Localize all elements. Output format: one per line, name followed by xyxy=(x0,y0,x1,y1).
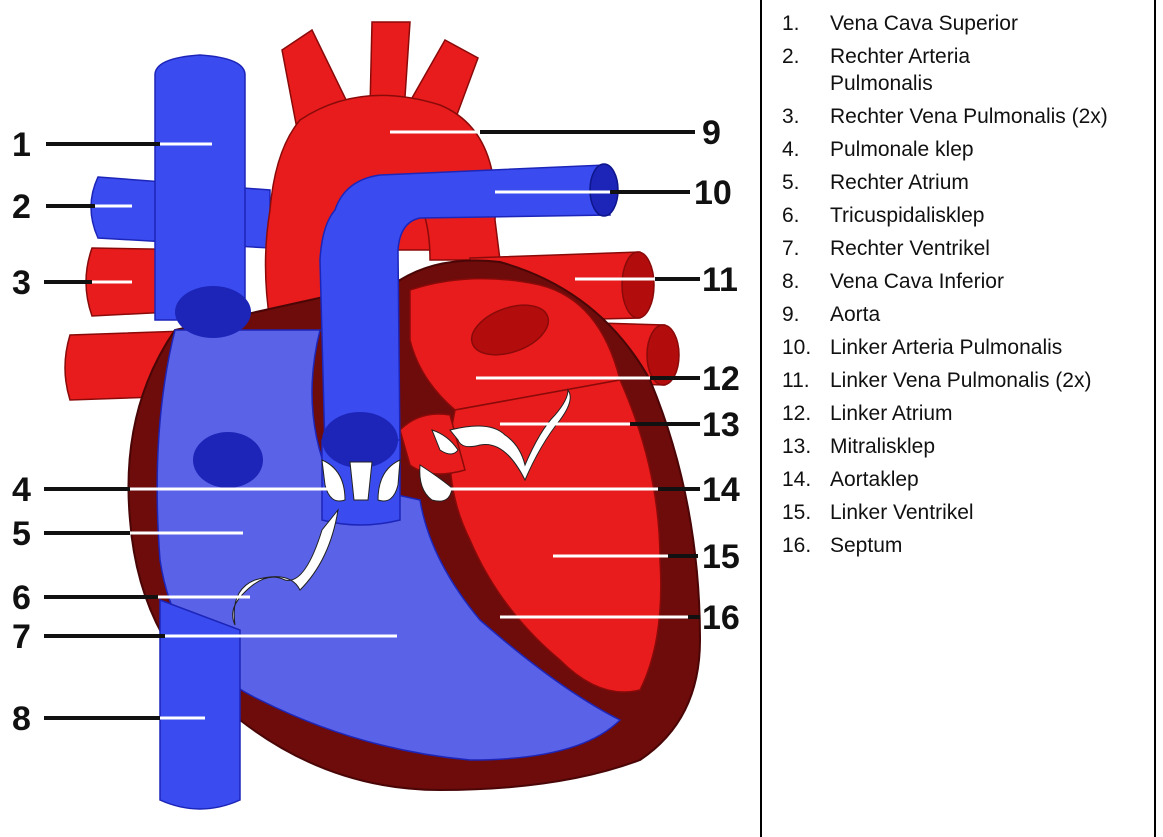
callout-9: 9 xyxy=(702,114,721,152)
legend-item-label: Rechter Vena Pulmonalis (2x) xyxy=(830,103,1120,130)
legend-item-number: 11. xyxy=(782,367,830,394)
legend-item-number: 14. xyxy=(782,466,830,493)
callout-3: 3 xyxy=(12,264,31,302)
callout-5: 5 xyxy=(12,515,31,553)
legend-item: 15.Linker Ventrikel xyxy=(782,499,1154,526)
callout-7: 7 xyxy=(12,618,31,656)
legend-item-number: 2. xyxy=(782,43,830,97)
legend-item: 7.Rechter Ventrikel xyxy=(782,235,1154,262)
legend-item-label: Linker Vena Pulmonalis (2x) xyxy=(830,367,1120,394)
legend-item: 8.Vena Cava Inferior xyxy=(782,268,1154,295)
superior-vena-cava xyxy=(155,55,245,320)
legend-item-label: Aorta xyxy=(830,301,1130,328)
legend-item: 1.Vena Cava Superior xyxy=(782,10,1154,37)
callout-4: 4 xyxy=(12,471,31,509)
legend-item-label: Septum xyxy=(830,532,1130,559)
legend-item: 9.Aorta xyxy=(782,301,1154,328)
legend-item-label: Rechter Arteria Pulmonalis xyxy=(830,43,1070,97)
legend-item: 14.Aortaklep xyxy=(782,466,1154,493)
legend-item: 3.Rechter Vena Pulmonalis (2x) xyxy=(782,103,1154,130)
legend-item-label: Linker Arteria Pulmonalis xyxy=(830,334,1130,361)
callout-6: 6 xyxy=(12,579,31,617)
legend-item: 4.Pulmonale klep xyxy=(782,136,1154,163)
legend-item: 6.Tricuspidalisklep xyxy=(782,202,1154,229)
legend-item-label: Vena Cava Superior xyxy=(830,10,1130,37)
legend-panel: 1.Vena Cava Superior 2.Rechter Arteria P… xyxy=(760,0,1156,837)
legend-item-number: 8. xyxy=(782,268,830,295)
legend-list: 1.Vena Cava Superior 2.Rechter Arteria P… xyxy=(762,0,1154,559)
legend-item: 12.Linker Atrium xyxy=(782,400,1154,427)
legend-item-number: 4. xyxy=(782,136,830,163)
legend-item-label: Mitralisklep xyxy=(830,433,1130,460)
legend-item-label: Rechter Atrium xyxy=(830,169,1130,196)
callout-11: 11 xyxy=(702,261,738,299)
legend-item-number: 10. xyxy=(782,334,830,361)
callout-12: 12 xyxy=(702,360,740,398)
legend-item-number: 13. xyxy=(782,433,830,460)
legend-item-label: Tricuspidalisklep xyxy=(830,202,1130,229)
legend-item-number: 3. xyxy=(782,103,830,130)
legend-item: 5.Rechter Atrium xyxy=(782,169,1154,196)
callout-10: 10 xyxy=(694,174,732,212)
callout-13: 13 xyxy=(702,406,740,444)
legend-item-number: 5. xyxy=(782,169,830,196)
callout-15: 15 xyxy=(702,538,740,576)
callout-1: 1 xyxy=(12,126,31,164)
heart-diagram: 1 2 3 4 5 6 7 8 9 10 11 12 13 14 15 16 xyxy=(0,0,760,837)
legend-item-number: 7. xyxy=(782,235,830,262)
legend-item-label: Linker Atrium xyxy=(830,400,1130,427)
legend-item: 2.Rechter Arteria Pulmonalis xyxy=(782,43,1154,97)
legend-item-number: 6. xyxy=(782,202,830,229)
callout-14: 14 xyxy=(702,471,740,509)
legend-item-number: 1. xyxy=(782,10,830,37)
heart-svg: 1 2 3 4 5 6 7 8 9 10 11 12 13 14 15 16 xyxy=(0,0,760,837)
legend-item-label: Pulmonale klep xyxy=(830,136,1130,163)
callout-8: 8 xyxy=(12,700,31,738)
callout-16: 16 xyxy=(702,599,740,637)
legend-item-label: Rechter Ventrikel xyxy=(830,235,1130,262)
inferior-vena-cava xyxy=(160,600,240,809)
legend-item-number: 9. xyxy=(782,301,830,328)
legend-item-number: 16. xyxy=(782,532,830,559)
legend-item: 10.Linker Arteria Pulmonalis xyxy=(782,334,1154,361)
callout-2: 2 xyxy=(12,188,31,226)
legend-item-number: 12. xyxy=(782,400,830,427)
legend-item: 11.Linker Vena Pulmonalis (2x) xyxy=(782,367,1154,394)
legend-item: 16.Septum xyxy=(782,532,1154,559)
legend-item-label: Linker Ventrikel xyxy=(830,499,1130,526)
legend-item-label: Aortaklep xyxy=(830,466,1130,493)
legend-item: 13.Mitralisklep xyxy=(782,433,1154,460)
legend-item-number: 15. xyxy=(782,499,830,526)
legend-item-label: Vena Cava Inferior xyxy=(830,268,1130,295)
